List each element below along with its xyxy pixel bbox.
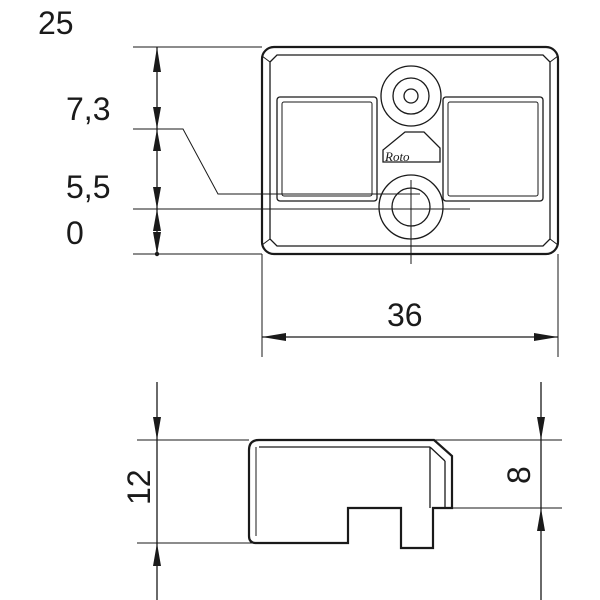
logo-badge bbox=[382, 131, 441, 163]
chamfer-corner-tl bbox=[261, 55, 271, 63]
chamfer-corner-tr bbox=[549, 55, 559, 63]
dim-label-25: 25 bbox=[38, 5, 74, 41]
arrow-5-5-up bbox=[153, 187, 161, 209]
arrow-12-top bbox=[153, 417, 161, 440]
arrow-7-3-down bbox=[153, 129, 161, 151]
dim-label-8: 8 bbox=[501, 466, 537, 484]
dim-label-0: 0 bbox=[66, 215, 84, 251]
right-pocket bbox=[442, 96, 544, 202]
dim-label-5-5: 5,5 bbox=[66, 169, 110, 205]
arrow-12-bottom bbox=[153, 543, 161, 566]
arrow-bottom bbox=[153, 232, 161, 254]
arrow-width-left bbox=[262, 333, 286, 341]
dim-label-36: 36 bbox=[387, 297, 423, 333]
arrow-5-5-down bbox=[153, 209, 161, 231]
side-chamfer-edge bbox=[429, 446, 446, 462]
top-view: 25 7,3 5,5 0 bbox=[38, 5, 560, 357]
left-pocket-inner bbox=[281, 101, 373, 197]
arrow-8-top bbox=[537, 417, 545, 440]
arrow-top bbox=[153, 47, 161, 72]
top-boss-ring bbox=[392, 77, 430, 115]
body-outline bbox=[260, 45, 560, 256]
roto-logo: Roto bbox=[382, 131, 441, 164]
dim-label-7-3: 7,3 bbox=[66, 91, 110, 127]
side-view: 12 8 bbox=[121, 382, 562, 600]
chamfer-corner-bl bbox=[261, 238, 271, 246]
left-pocket bbox=[276, 96, 378, 202]
body-chamfer bbox=[269, 54, 551, 247]
chamfer-corner-br bbox=[549, 238, 559, 246]
top-boss-outer bbox=[380, 65, 442, 127]
top-hole bbox=[403, 88, 419, 104]
logo-text: Roto bbox=[384, 149, 410, 164]
arrow-8-bottom bbox=[537, 508, 545, 531]
dim-label-12: 12 bbox=[121, 469, 157, 505]
arrow-width-right bbox=[534, 333, 558, 341]
right-pocket-inner bbox=[447, 101, 539, 197]
leader-line-7-3 bbox=[133, 128, 420, 195]
origin-dot bbox=[154, 251, 160, 257]
arrow-7-3-up bbox=[153, 107, 161, 129]
side-profile bbox=[247, 438, 454, 550]
